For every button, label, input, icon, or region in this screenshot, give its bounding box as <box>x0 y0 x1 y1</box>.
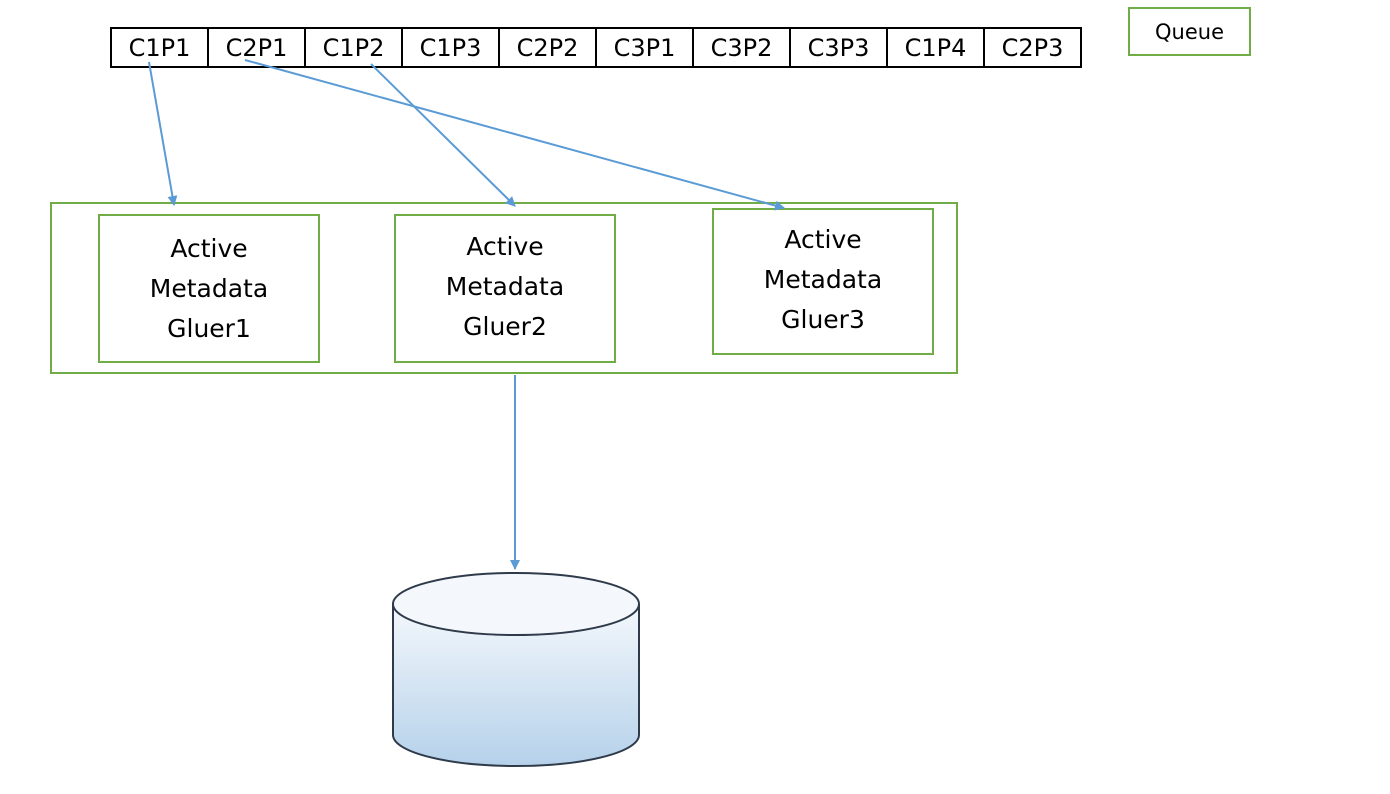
gluer-box-3: Active Metadata Gluer3 <box>712 208 934 355</box>
gluer-label-line: Active <box>170 233 248 263</box>
queue-legend-box: Queue <box>1128 7 1251 56</box>
queue-cell: C1P1 <box>112 29 209 66</box>
queue-legend-label: Queue <box>1155 19 1224 44</box>
arrow-c1p1-to-gluer1 <box>148 61 178 206</box>
queue-cell: C3P1 <box>597 29 694 66</box>
gluer-group <box>50 202 958 374</box>
queue-cell: C2P1 <box>209 29 306 66</box>
gluer-box-1: Active Metadata Gluer1 <box>98 214 320 363</box>
queue-cell: C3P2 <box>694 29 791 66</box>
queue-cell: C1P4 <box>888 29 985 66</box>
queue-cell: C2P3 <box>1001 33 1064 62</box>
queue-cell: C1P3 <box>403 29 500 66</box>
arrow-c1p2-to-gluer2 <box>370 63 516 207</box>
queue-cell: C1P2 <box>306 29 403 66</box>
gluer-label-line: Metadata <box>445 271 565 301</box>
gluer-label-line: Active <box>784 224 862 254</box>
gluer-box-2: Active Metadata Gluer2 <box>394 214 616 363</box>
gluer-label-line: Metadata <box>763 264 883 294</box>
message-queue: C1P1 C2P1 C1P2 C1P3 C2P2 C3P1 C3P2 C3P3 … <box>110 27 1082 68</box>
gluer-label-line: Gluer1 <box>167 313 251 343</box>
gluer-label-line: Active <box>466 231 544 261</box>
queue-cell: C3P3 <box>791 29 888 66</box>
arrow-c2p1-to-gluer3 <box>244 59 785 211</box>
gluer-label-line: Metadata <box>149 273 269 303</box>
gluer-label-line: Gluer2 <box>463 311 547 341</box>
queue-cell: C2P2 <box>500 29 597 66</box>
gluer-label-line: Gluer3 <box>781 304 865 334</box>
database-icon <box>392 572 640 767</box>
